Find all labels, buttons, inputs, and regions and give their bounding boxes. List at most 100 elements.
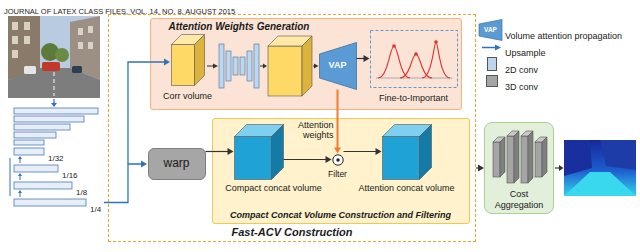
feature-pyramid-part	[14, 116, 84, 122]
street-photo-part	[12, 22, 18, 30]
filter-op-shape	[332, 154, 344, 166]
feature-wires-part	[104, 164, 141, 203]
feature-pyramid-part	[18, 156, 22, 159]
disparity-output	[555, 140, 636, 196]
street-photo	[8, 16, 100, 98]
legend-swatch	[487, 57, 497, 71]
disparity-output-part	[555, 167, 559, 168]
attention-panel-text: Attention Weights Generation	[169, 21, 310, 33]
distribution-box-shape-part	[422, 42, 450, 78]
feature-pyramid-part	[14, 148, 44, 155]
feature-pyramid-part	[14, 124, 70, 130]
distribution-box-text: Fine-to-Important	[379, 93, 448, 103]
warp-box-text: warp	[163, 157, 189, 171]
distribution-box-shape-part	[392, 44, 396, 48]
attention-panel: Attention Weights GenerationCorr volume V…	[150, 18, 462, 110]
compact-volume-cube-shape-part	[234, 136, 271, 179]
feature-pyramid	[10, 99, 98, 206]
edge-label: Attention weights	[290, 120, 334, 141]
legend-swatch	[486, 75, 498, 87]
legend-text: Upsample	[505, 48, 546, 58]
filter-op-text: Filter	[328, 170, 347, 180]
edge-label-box: Attention weights	[290, 120, 334, 141]
street-photo-part	[24, 36, 30, 44]
aggregation-panel-shape-part	[535, 142, 542, 177]
compact-volume-cube-shape	[234, 124, 284, 180]
feature-wires-part	[141, 161, 147, 168]
warp-box: warp	[148, 148, 206, 180]
disparity-output-part	[564, 140, 636, 196]
aggregation-panel-shape	[491, 129, 549, 185]
feature-pyramid-part	[18, 190, 22, 193]
feature-pyramid-part	[14, 199, 86, 206]
feature-pyramid-part	[14, 132, 56, 138]
street-photo-part	[78, 28, 83, 35]
street-photo-part	[72, 66, 82, 73]
distribution-box-shape-part	[392, 40, 438, 56]
street-photo-part	[8, 16, 40, 80]
attention-volume-cube-shape-part	[419, 124, 431, 179]
corr-volume-cube-shape-part	[171, 44, 194, 85]
legend-icons-part	[482, 47, 495, 49]
legend-text: 2D conv	[505, 65, 538, 75]
attention-volume-cube: Attention concat volume	[352, 122, 462, 194]
scale-label: 1/16	[62, 171, 78, 180]
street-photo-part	[12, 36, 18, 44]
aggregation-panel: Cost Aggregation	[484, 122, 554, 214]
feature-pyramid-part	[51, 103, 57, 107]
street-photo-part	[24, 66, 36, 74]
construction-frame: Fast-ACV Construction Attention Weights G…	[108, 14, 476, 242]
distribution-box-shape-part	[434, 40, 438, 44]
aggregation-panel-shape-part	[507, 136, 514, 183]
corr-volume-cube-text: Corr volume	[163, 91, 212, 101]
label-box: JOURNAL OF LATEX CLASS FILES, VOL. 14, N…	[4, 0, 235, 18]
legend-icons-part	[495, 45, 501, 51]
construction-frame-text: Fast-ACV Construction	[232, 226, 353, 239]
distribution-box-shape	[370, 30, 458, 88]
street-photo-part	[88, 26, 93, 33]
legend-text: Volume attention propagation	[505, 31, 622, 41]
distribution-box-shape-part	[414, 52, 418, 56]
street-photo-part	[8, 16, 100, 98]
corr-volume-cube: Corr volume	[160, 34, 216, 102]
attention-volume-cube-text: Attention concat volume	[358, 183, 454, 193]
distribution-box-shape-part	[378, 46, 410, 78]
aggregation-panel-shape-part	[542, 137, 547, 177]
disparity-output-part	[564, 172, 636, 196]
street-photo-part	[42, 62, 60, 71]
feature-pyramid-part	[18, 173, 22, 176]
feature-pyramid-part	[20, 192, 21, 197]
disparity-output-part	[559, 165, 564, 171]
street-photo-part	[78, 42, 83, 49]
legend-entry: 2D conv	[505, 59, 538, 77]
aggregation-panel-shape-part	[528, 131, 533, 183]
street-photo-part	[12, 50, 18, 58]
feature-pyramid-part	[14, 165, 58, 172]
distribution-box-shape-part	[370, 30, 457, 87]
vap-block-text: VAP	[329, 60, 347, 70]
distribution-box: Fine-to-Important	[370, 30, 458, 104]
feature-pyramid-part	[10, 158, 11, 196]
vap-block-shape-part	[319, 42, 356, 89]
attention-volume-cube-shape-part	[382, 136, 419, 179]
feature-pyramid-part	[20, 158, 21, 163]
feature-pyramid-part	[20, 175, 21, 180]
legend-entry: Volume attention propagation	[505, 25, 622, 43]
concat-panel: Compact Concat Volume Construction and F…	[212, 118, 470, 224]
street-photo-part	[53, 72, 54, 96]
label-box: 1/32	[48, 147, 64, 165]
distribution-box-shape-part	[378, 42, 450, 78]
compact-volume-cube-shape-part	[271, 124, 283, 179]
aggregation-panel-text: Cost Aggregation	[488, 189, 550, 210]
connector	[476, 165, 484, 172]
label-box: VAP	[479, 26, 502, 33]
corr-volume-cube-shape	[171, 34, 205, 86]
feature-pyramid-part	[14, 182, 72, 189]
street-photo-part	[70, 16, 100, 80]
label-box: 1/8	[76, 181, 87, 199]
feature-pyramid-part	[53, 99, 54, 103]
disparity-output-part	[600, 140, 636, 170]
attention-volume-cube-shape	[382, 124, 432, 180]
street-photo-part	[24, 22, 30, 30]
